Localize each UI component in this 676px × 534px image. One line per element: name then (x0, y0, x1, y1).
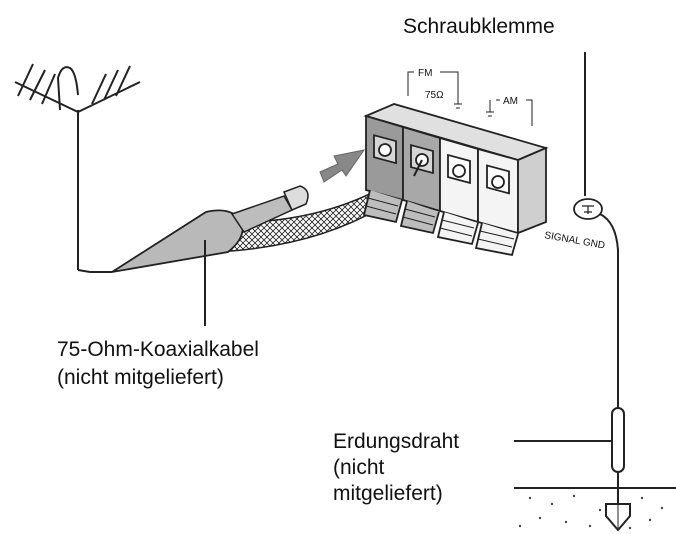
ground-wire (573, 52, 625, 504)
am-label: AM (503, 96, 518, 107)
ground-wire-label-line1: Erdungsdraht (333, 430, 459, 453)
fm-ohm-label: 75Ω (425, 90, 444, 101)
terminal-markings (407, 71, 533, 126)
fm-antenna-icon (14, 63, 141, 270)
insert-arrow-icon (319, 149, 366, 183)
ground-stake-icon (605, 503, 631, 532)
fm-label: FM (418, 68, 432, 79)
screw-terminal-label: Schraubklemme (403, 15, 555, 38)
antenna-lead-wire (77, 269, 112, 273)
coax-cable-label-line2: (nicht mitgeliefert) (57, 366, 224, 389)
ground-surface (514, 487, 676, 530)
antenna-terminal-block (362, 103, 549, 257)
screw-icon (582, 205, 594, 214)
cable-to-terminal (413, 159, 423, 177)
ground-wire-label-line2: (nicht (333, 456, 385, 479)
ground-wire-label-line3: mitgeliefert) (333, 482, 443, 505)
coax-cable-label-line1: 75-Ohm-Koaxialkabel (57, 338, 259, 361)
coaxial-cable (111, 168, 420, 273)
signal-gnd-label: SIGNAL GND (543, 230, 605, 251)
